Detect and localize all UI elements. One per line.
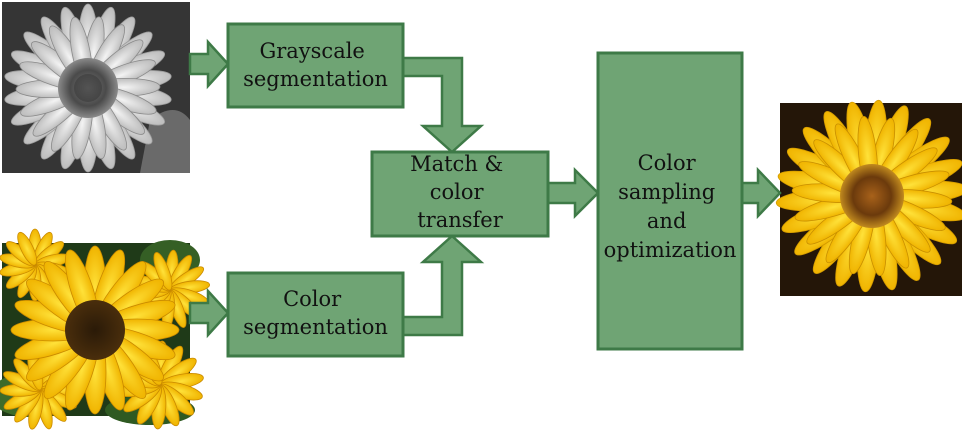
match-color-transfer-line: Match & <box>410 152 503 176</box>
color-segmentation-line: Color <box>283 287 342 311</box>
color-sampling-box: Color sampling and optimization <box>596 51 744 351</box>
color-field-flower-center <box>65 300 125 360</box>
grayscale-sunflower-image <box>2 2 190 173</box>
match-color-transfer-label: Match & color transfer <box>410 152 510 232</box>
color-segmentation-line: segmentation <box>243 315 388 339</box>
arrow-color-seg-to-match <box>401 234 485 337</box>
match-color-transfer-line: color <box>430 180 485 204</box>
color-sampling-label: Color sampling and optimization <box>604 151 737 262</box>
grayscale-segmentation-box: Grayscale segmentation <box>226 22 405 109</box>
flow-arrows <box>188 38 782 339</box>
petal <box>17 231 38 266</box>
grayscale-segmentation-line: segmentation <box>243 67 388 91</box>
colorized-flower-center <box>840 164 904 228</box>
arrow-grayscale-to-segmentation <box>188 38 230 90</box>
arrow-color-to-segmentation <box>188 287 230 339</box>
grayscale-segmentation-line: Grayscale <box>259 39 364 63</box>
arrow-grayscale-seg-to-match <box>401 56 485 154</box>
arrow-sampling-to-output <box>740 166 782 220</box>
color-sampling-line: sampling <box>618 180 715 204</box>
match-color-transfer-line: transfer <box>417 208 503 232</box>
petal <box>153 252 173 291</box>
color-sampling-line: and <box>647 209 687 233</box>
color-sampling-line: optimization <box>604 238 737 262</box>
color-sunflower-field-image <box>0 228 211 430</box>
color-segmentation-box: Color segmentation <box>226 271 405 358</box>
grayscale-segmentation-label: Grayscale segmentation <box>243 39 388 91</box>
colorized-sunflower-image <box>775 99 962 296</box>
color-segmentation-label: Color segmentation <box>243 287 388 339</box>
arrow-match-to-sampling <box>546 166 600 220</box>
color-sampling-line: Color <box>638 151 697 175</box>
match-color-transfer-box: Match & color transfer <box>370 150 550 238</box>
